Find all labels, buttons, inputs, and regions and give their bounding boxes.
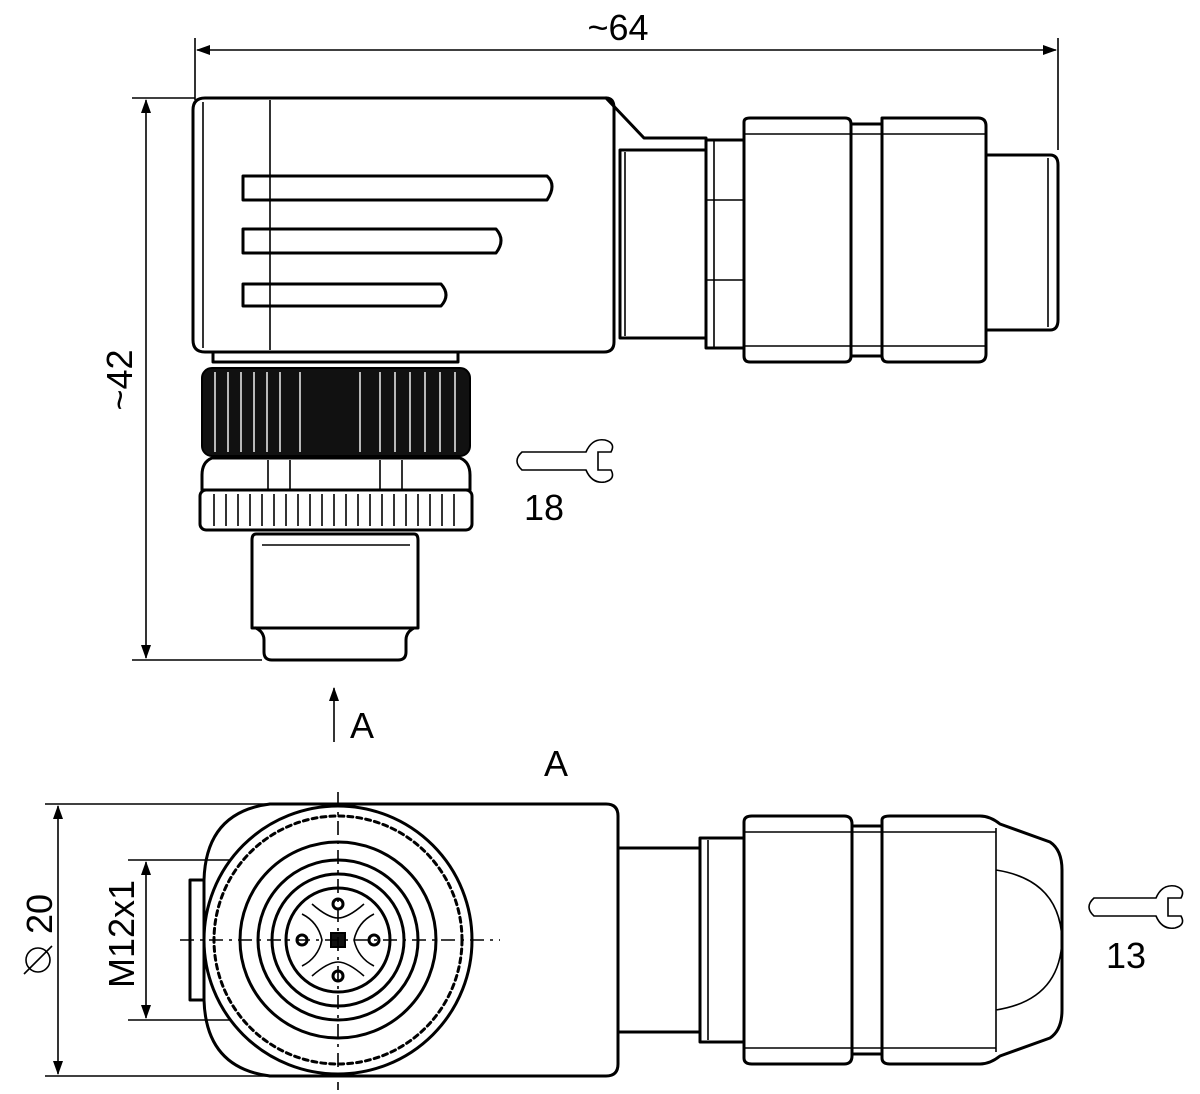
- dimension-diameter: 20: [19, 803, 268, 1077]
- view-arrow-label: A: [350, 705, 374, 746]
- connector-side-view: [191, 96, 1060, 662]
- wrench-icon: [1088, 884, 1184, 930]
- diameter-label: 20: [19, 894, 60, 934]
- dimension-overall-height: ~42: [99, 97, 262, 661]
- dimension-overall-length: ~64: [194, 7, 1059, 150]
- thread-label: M12x1: [101, 880, 142, 988]
- connector-front-view: [180, 792, 1064, 1090]
- wrench-18: 18: [516, 438, 614, 528]
- wrench-icon: [516, 438, 614, 484]
- dimension-length-label: ~64: [587, 7, 648, 48]
- view-arrow: A: [329, 687, 374, 746]
- wrench-size-lower: 13: [1106, 935, 1146, 976]
- knurl-lines: [214, 372, 456, 452]
- wrench-size-upper: 18: [524, 487, 564, 528]
- wrench-13: 13: [1088, 884, 1184, 976]
- dimension-height-label: ~42: [99, 349, 140, 410]
- serration-lines: [213, 494, 455, 526]
- diameter-symbol-icon: [23, 945, 53, 975]
- view-title: A: [544, 743, 568, 784]
